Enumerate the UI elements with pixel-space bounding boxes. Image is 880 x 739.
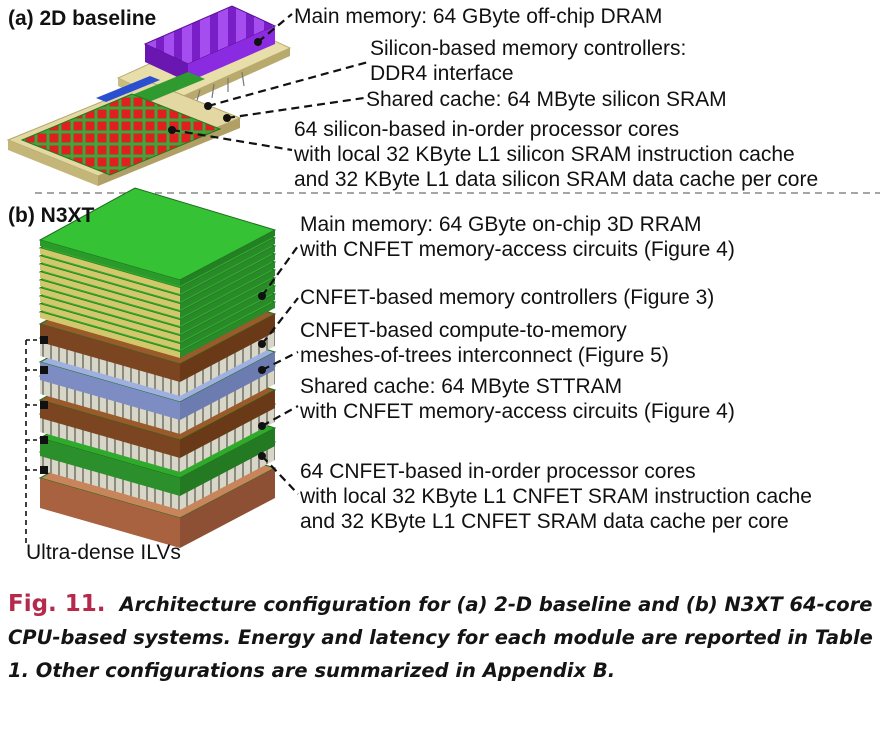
ilv-label: Ultra-dense ILVs [26,541,181,564]
leader-dot [258,340,266,348]
rram-layer-6-side [180,254,275,310]
rram-layer-6-front [40,264,180,310]
leader-dot [258,292,266,300]
substrate-side [180,468,275,548]
rram-layer-0-front [40,312,180,358]
interconnect-label-b-line1: CNFET-based compute-to-memory [300,319,627,342]
interconnect-layer-side [180,366,275,434]
rram-layer-5-front [40,272,180,318]
memory-controller-label-a: Silicon-based memory controllers: [370,37,687,60]
cores-label-b-line2: with local 32 KByte L1 CNFET SRAM instru… [300,485,812,508]
leader-dot [258,452,266,460]
sttram-access-front [40,400,180,458]
ilv-dot [40,401,48,409]
leader-dot [258,422,266,430]
core-grid [20,93,222,176]
interconnect-logic-front [40,362,180,420]
panel-b-title: (b) N3XT [8,204,95,227]
ilv-dot [40,436,48,444]
leader-lines [171,13,369,495]
controller-layer-side [180,328,275,396]
rram-layer-4-side [180,270,275,326]
figure-number: Fig. 11. [8,591,106,617]
cores-layer-front [40,452,180,510]
n3xt-stack [38,187,277,548]
rram-layer-3-front [40,288,180,334]
cores-logic-side [180,428,275,496]
figure-caption: Fig. 11.Architecture configuration for (… [8,588,874,687]
rram-layer-3-side [180,278,275,334]
figure-graphics [6,5,880,548]
dram-chip-side [145,44,188,82]
rram-top-side [180,230,275,286]
cores-layer-side [180,442,275,510]
dram-board-edge-right [170,48,290,110]
rram-layer-7-front [40,256,180,302]
rram-layer-2-front [40,296,180,342]
interconnect-logic-side [180,352,275,420]
rram-layer-4-front [40,280,180,326]
main-memory-label-a: Main memory: 64 GByte off-chip DRAM [294,5,663,28]
rram-layer-1-side [180,294,275,350]
caption-text: Architecture configuration for (a) 2-D b… [8,593,873,682]
leader-dot [258,366,266,374]
leader-dot [223,114,231,122]
panel-a-title: (a) 2D baseline [8,7,157,30]
ilv-dots [40,336,48,474]
interconnect-layer-front [40,376,180,434]
architecture-figure: (a) 2D baseline Main memory: 64 GByte of… [6,5,880,564]
shared-cache-label-a: Shared cache: 64 MByte silicon SRAM [366,88,727,111]
cores-label-b-line3: and 32 KByte L1 CNFET SRAM data cache pe… [300,510,789,533]
rram-layer-2-side [180,286,275,342]
ilv-dot [40,466,48,474]
main-memory-label-b-line1: Main memory: 64 GByte on-chip 3D RRAM [300,213,702,236]
main-memory-label-b-line2: with CNFET memory-access circuits (Figur… [300,238,735,261]
rram-top-front [40,240,180,286]
memory-controller-interface-label-a: DDR4 interface [370,62,514,85]
controller-logic-side [180,314,275,382]
cores-label-a-line1: 64 silicon-based in-order processor core… [294,118,680,141]
leader-dot [168,126,176,134]
ilv-dot [40,336,48,344]
core-board-edge [8,140,98,186]
rram-layer-8-side [180,238,275,294]
shared-cache-label-b-line2: with CNFET memory-access circuits (Figur… [300,400,735,423]
memory-controller-label-b: CNFET-based memory controllers (Figure 3… [300,286,715,309]
shared-cache-label-b-line1: Shared cache: 64 MByte STTRAM [300,375,623,398]
substrate-front [40,478,180,548]
rram-layer-5-side [180,262,275,318]
sttram-access-side [180,390,275,458]
rram-layer-0-side [180,302,275,358]
controller-layer-front [40,338,180,396]
cores-label-a-line2: with local 32 KByte L1 silicon SRAM inst… [294,143,795,166]
rram-layer-1-front [40,304,180,350]
rram-layer-7-side [180,246,275,302]
controller-logic-front [40,324,180,382]
leader-dot [254,38,262,46]
ilv-dot [40,366,48,374]
cores-label-b-line1: 64 CNFET-based in-order processor cores [300,460,696,483]
sttram-layer-side [180,404,275,472]
rram-layer-8-front [40,248,180,294]
cores-logic-front [40,438,180,496]
leader-dot [204,102,212,110]
sttram-layer-front [40,414,180,472]
interconnect-label-b-line2: meshes-of-trees interconnect (Figure 5) [300,344,669,367]
cores-label-a-line3: and 32 KByte L1 data silicon SRAM data c… [294,168,819,191]
leader-dots [168,38,266,460]
ilv-bracket [25,339,40,545]
dram-chip-side-right [188,26,275,82]
memory-controller-strip [96,76,160,102]
panel-a-graphics [6,5,292,186]
